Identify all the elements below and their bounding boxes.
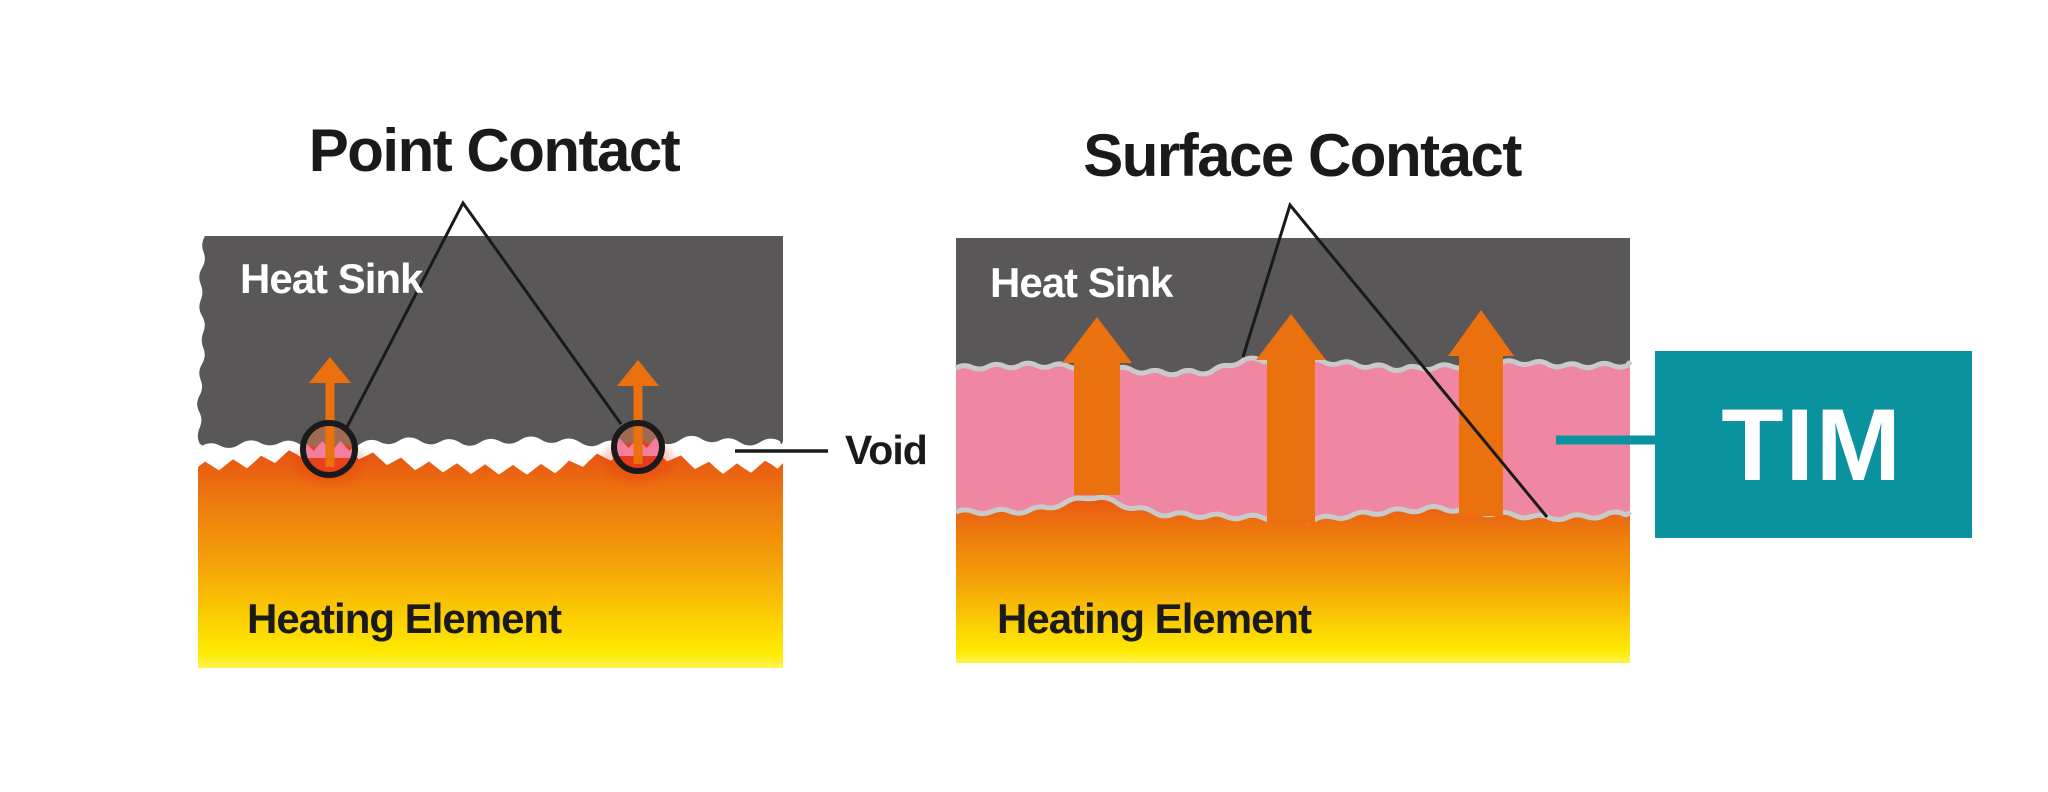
heat-flow-arrow-icon [309,357,351,467]
heat-sink-label: Heat Sink [240,255,424,302]
heat-flow-arrow-icon [1256,314,1326,523]
heating-element-label: Heating Element [247,595,562,642]
void-label: Void [845,427,927,473]
point-contact-callout-lines [345,200,623,428]
point-contact-title: Point Contact [309,117,681,184]
heating-element-block [956,497,1630,663]
surface-contact-title: Surface Contact [1083,122,1522,189]
surface-contact-panel: Surface Contact Heat Sink Heating Elemen… [954,122,1633,663]
surface-contact-callout-lines [1241,201,1549,518]
heat-sink-label: Heat Sink [990,259,1174,306]
heat-flow-arrow-icon [617,360,659,464]
heat-flow-arrow-icon [1062,317,1132,495]
heat-flow-arrow-icon [1448,310,1514,516]
heating-element-block [198,446,783,668]
heating-element-label: Heating Element [997,595,1312,642]
point-contact-panel: Point Contact Heat Sink Heating E [197,117,928,668]
contact-circle-ring-2 [611,420,665,474]
contact-circle-ring-1 [300,420,358,478]
tim-callout: TIM [1556,351,1972,538]
tim-label: TIM [1721,388,1903,502]
tim-box [1655,351,1972,538]
